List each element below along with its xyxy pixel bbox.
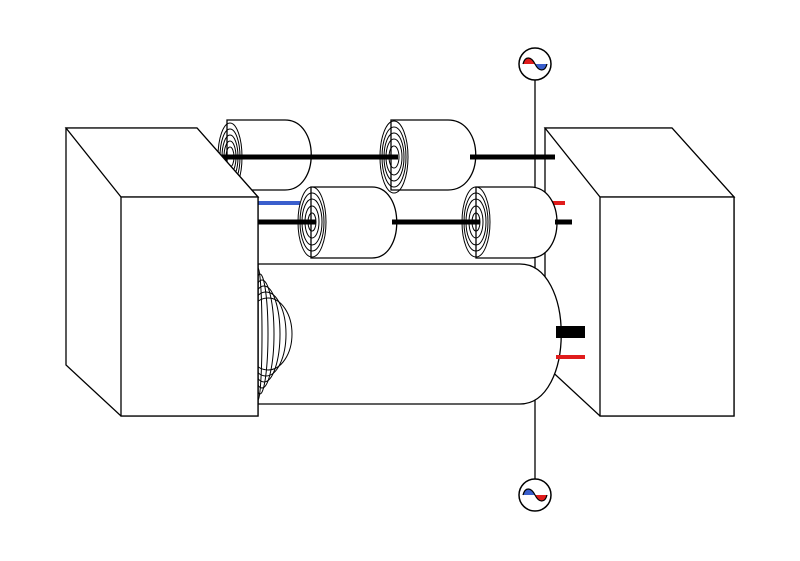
left-block	[64, 127, 260, 417]
right-block	[543, 127, 736, 417]
large-roll	[243, 263, 585, 405]
top-right-roll	[379, 119, 477, 194]
ac-source-icon	[518, 47, 552, 81]
large-roll-black-terminal	[556, 326, 585, 338]
ac-source-icon	[518, 478, 552, 512]
middle-right-roll	[461, 186, 558, 259]
